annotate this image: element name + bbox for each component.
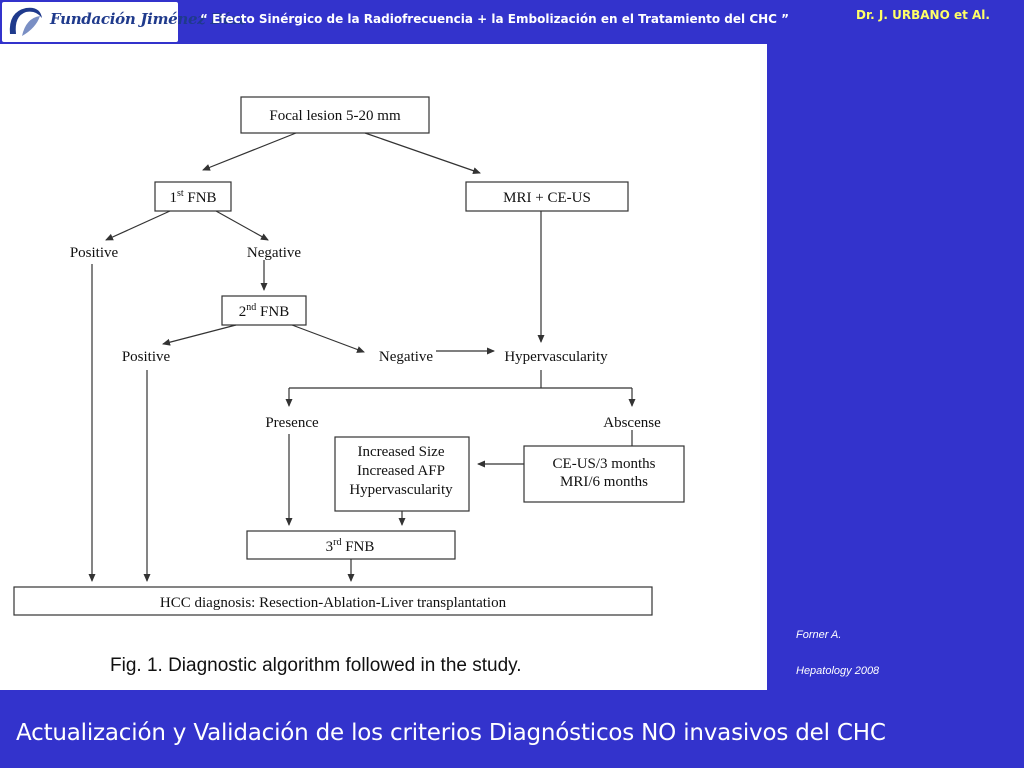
hcc-diagnosis-box xyxy=(13,586,653,616)
reference-journal: Hepatology 2008 xyxy=(796,665,880,677)
arrow-fnb2-to-negative xyxy=(291,324,365,353)
focal-lesion-box xyxy=(240,96,430,134)
author-name: Dr. J. URBANO et Al. xyxy=(856,8,990,22)
presentation-title: “ Efecto Sinérgico de la Radiofrecuencia… xyxy=(200,12,790,26)
increased-afp-label: Increased AFP xyxy=(357,463,445,479)
hypervascularity-box-label: Hypervascularity xyxy=(349,482,453,498)
logo: Fundación Jiménez Díaz xyxy=(2,2,246,42)
arrow-focal-to-fnb1 xyxy=(202,132,297,171)
reference-author: Forner A. xyxy=(796,629,842,641)
fnb1-label: 1st FNB xyxy=(169,188,216,206)
fnb3-label: 3rd FNB xyxy=(326,537,375,555)
follow-up-box xyxy=(523,445,685,503)
mri-ceus-box xyxy=(465,181,629,212)
hcc-diagnosis-label: HCC diagnosis: Resection-Ablation-Liver … xyxy=(160,595,507,611)
absence-label: Abscense xyxy=(603,415,661,431)
hypervascularity-label: Hypervascularity xyxy=(504,349,608,365)
fnb1-box xyxy=(154,181,232,212)
arrow-focal-to-mri xyxy=(364,132,481,175)
positive-2-label: Positive xyxy=(122,349,171,365)
ceus-3-label: CE-US/3 months xyxy=(553,456,656,472)
diagnostic-flowchart: Focal lesion 5-20 mm 1st FNB MRI + CE-US… xyxy=(13,96,685,676)
fnb2-label: 2nd FNB xyxy=(239,302,289,320)
logo-icon xyxy=(9,7,43,36)
negative-1-label: Negative xyxy=(247,245,301,261)
fnb2-box xyxy=(221,295,307,326)
footer-title: Actualización y Validación de los criter… xyxy=(16,720,886,746)
header-bar: Fundación Jiménez Díaz “ Efecto Sinérgic… xyxy=(0,0,1024,44)
negative-2-label: Negative xyxy=(379,349,433,365)
increased-size-label: Increased Size xyxy=(357,444,444,460)
presence-label: Presence xyxy=(265,415,319,431)
logo-text: Fundación Jiménez Díaz xyxy=(50,10,247,28)
mri-6-label: MRI/6 months xyxy=(560,474,648,490)
increased-findings-box xyxy=(334,436,470,512)
fnb3-box xyxy=(246,530,456,560)
positive-1-label: Positive xyxy=(70,245,119,261)
figure-panel: Focal lesion 5-20 mm 1st FNB MRI + CE-US… xyxy=(0,44,767,690)
arrow-fnb1-to-negative xyxy=(215,210,269,241)
mri-ceus-label: MRI + CE-US xyxy=(503,190,591,206)
arrow-fnb2-to-positive xyxy=(162,324,237,346)
figure-caption: Fig. 1. Diagnostic algorithm followed in… xyxy=(110,655,522,676)
focal-lesion-label: Focal lesion 5-20 mm xyxy=(269,108,401,124)
arrow-fnb1-to-positive xyxy=(105,210,171,241)
